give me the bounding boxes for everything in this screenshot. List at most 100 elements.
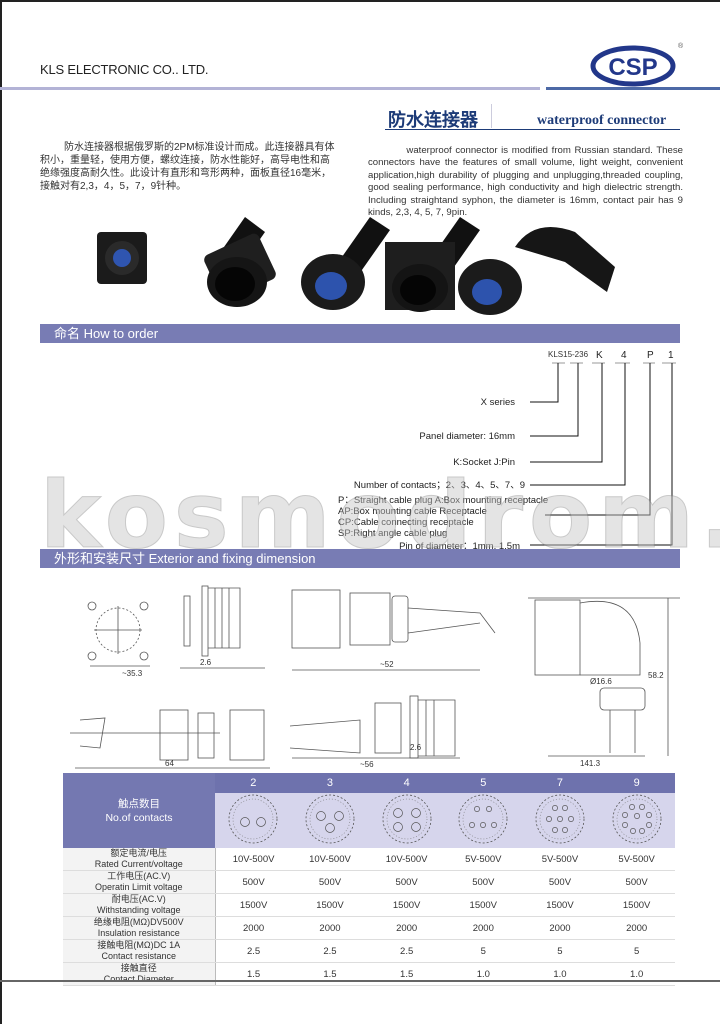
table-cell: 1.5 (215, 962, 292, 986)
dim-label: Ø16.6 (590, 677, 612, 686)
column-header: 9 (598, 773, 675, 793)
table-cell: 5 (521, 939, 599, 963)
pin-layout-cell (444, 793, 522, 848)
photo-box-mounting-plug (385, 217, 480, 312)
ordering-code-diagram: KLS15-236 K 4 P 1 X series Panel diamete… (338, 350, 676, 552)
table-cell: 10V-500V (291, 848, 369, 871)
table-cell: 1.5 (368, 962, 445, 986)
table-cell: 5V-500V (444, 848, 522, 871)
row-label-en: Operatin Limit voltage (94, 882, 183, 892)
drawing-box-receptacle (289, 695, 460, 759)
table-cell: 500V (598, 870, 675, 894)
row-label-en: Withstanding voltage (96, 905, 181, 915)
table-cell: 5V-500V (598, 848, 675, 871)
table-cell: 500V (291, 870, 369, 894)
header-rule-right (546, 87, 720, 90)
photo-right-angle-plug (458, 227, 615, 315)
row-label-cn: 额定电流/电压 (110, 848, 167, 858)
header-rule-left (0, 87, 540, 90)
row-label: 工作电压(AC.V)Operatin Limit voltage (63, 870, 216, 894)
row-label-en: Insulation resistance (97, 928, 180, 938)
row-label-cn: 工作电压(AC.V) (107, 871, 171, 881)
pin-layout-cell (368, 793, 445, 848)
row-label-en: Rated Current/voltage (94, 859, 183, 869)
table-cell: 1500V (215, 893, 292, 917)
photo-box-receptacle (97, 232, 147, 284)
code-4: 4 (621, 350, 627, 361)
drawing-panel-cutout (87, 601, 150, 667)
table-header-row: 触点数目 No.of contacts 2 3 4 5 7 9 (63, 773, 675, 848)
row-label-en: Contact Diameter (103, 974, 174, 984)
label-socket-pin: K:Socket J:Pin (453, 457, 515, 468)
contacts-header-cell: 触点数目 No.of contacts (63, 773, 215, 848)
table-cell: 2000 (444, 916, 522, 940)
row-label-cn: 绝缘电阻(MΩ)DV500V (93, 917, 184, 927)
table-cell: 500V (368, 870, 445, 894)
drawing-cable-receptacle (70, 709, 270, 769)
bottom-rule (0, 980, 720, 982)
table-cell: 1500V (521, 893, 599, 917)
section-bar-exterior-dimension: 外形和安装尺寸 Exterior and fixing dimension (40, 549, 680, 568)
title-english: waterproof connector (537, 113, 667, 128)
table-cell: 2.5 (215, 939, 292, 963)
product-photos (97, 217, 615, 315)
registered-mark: ® (678, 42, 684, 50)
pin-layout-row (63, 793, 675, 848)
title-underline (385, 129, 680, 130)
table-cell: 500V (215, 870, 292, 894)
intro-english: waterproof connector is modified from Ru… (368, 145, 683, 219)
label-panel-diameter: Panel diameter: 16mm (419, 431, 515, 442)
dim-label: 2.6 (410, 743, 422, 752)
table-cell: 1.0 (598, 962, 675, 986)
section-bar-how-to-order: 命名 How to order (40, 324, 680, 343)
dim-label: ~56 (360, 760, 374, 769)
pin-layout-diagram (228, 794, 278, 844)
code-series: KLS15-236 (548, 350, 589, 359)
dim-label: ~35.3 (122, 669, 143, 678)
table-cell: 5 (444, 939, 522, 963)
column-header: 5 (444, 773, 522, 793)
pin-layout-diagram (305, 794, 355, 844)
dimension-drawings: ~35.3 2.6 ~52 Ø16.6 141.3 58.2 64 ~56 2.… (70, 585, 680, 769)
table-cell: 1.0 (444, 962, 522, 986)
row-label: 耐电压(AC.V)Withstanding voltage (63, 893, 216, 917)
column-header: 2 (215, 773, 292, 793)
row-label-cn: 接触电阻(MΩ)DC 1A (97, 940, 181, 950)
pin-layout-diagram (535, 794, 585, 844)
table-cell: 500V (521, 870, 599, 894)
drawing-receptacle-side (180, 585, 265, 669)
drawing-straight-plug (291, 589, 496, 671)
pin-layout-cell (291, 793, 369, 848)
pin-layout-cell (215, 793, 292, 848)
type-ap: AP:Box mounting cable Receptacle (338, 506, 487, 517)
dim-label: 2.6 (200, 658, 212, 667)
photo-cable-receptacle (301, 217, 390, 310)
drawing-right-angle-plug (528, 597, 680, 757)
table-cell: 1500V (368, 893, 445, 917)
row-label-cn: 耐电压(AC.V) (111, 894, 166, 904)
pin-layout-diagram (612, 794, 662, 844)
pin-layout-diagram (382, 794, 432, 844)
table-cell: 2.5 (368, 939, 445, 963)
table-cell: 1500V (291, 893, 369, 917)
logo-text: CSP (608, 54, 657, 81)
photo-straight-plug (204, 217, 276, 307)
table-cell: 5V-500V (521, 848, 599, 871)
table-cell: 10V-500V (215, 848, 292, 871)
title-chinese: 防水连接器 (388, 110, 478, 130)
type-cp: CP:Cable connecting receptacle (338, 517, 474, 528)
label-number-of-contacts: Number of contacts；2、3、4、5、7、9 (354, 480, 525, 491)
table-cell: 1500V (598, 893, 675, 917)
table-cell: 2000 (368, 916, 445, 940)
contacts-header-en: No.of contacts (105, 811, 173, 824)
table-cell: 2000 (598, 916, 675, 940)
pin-layout-cell (521, 793, 599, 848)
label-x-series: X series (481, 397, 516, 408)
column-header: 3 (291, 773, 369, 793)
